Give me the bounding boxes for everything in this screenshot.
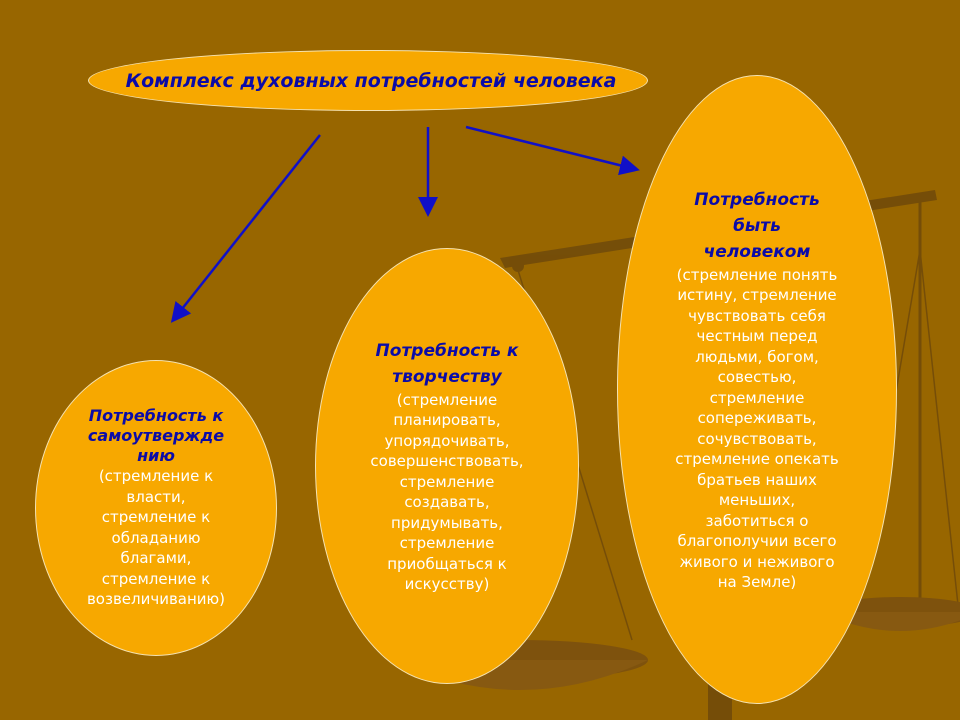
desc-line: благами, [120,549,192,568]
node-title: Потребность быть человеком [694,187,819,265]
desc-line: живого и неживого [679,552,835,571]
title-line: Потребность к [88,406,224,426]
desc-line: стремление [399,534,495,552]
desc-line: людьми, богом, [695,347,819,366]
desc-line: стремление к [101,508,211,527]
title-line: человеком [703,241,811,262]
desc-line: совершенствовать, [370,452,524,470]
desc-line: благополучии всего [677,532,837,550]
desc-line: приобщаться к [387,554,507,573]
node-description: (стремление планировать, упорядочивать, … [370,390,523,595]
node-being-human: Потребность быть человеком (стремление п… [617,75,897,704]
node-self-affirmation: Потребность к самоутвержде нию (стремлен… [35,360,277,656]
title-line: быть [733,215,781,236]
desc-line: совестью, [717,368,797,386]
desc-line: братьев наших [697,470,817,489]
desc-line: стремление к [101,569,211,588]
desc-line: обладанию [111,528,201,547]
desc-line: честным перед [696,327,818,345]
desc-line: власти, [126,487,186,506]
desc-line: стремление опекать [675,450,839,468]
arrow-to-humanity [465,125,640,176]
desc-line: заботиться о [705,511,809,530]
desc-line: упорядочивать, [384,431,510,450]
title-line: Потребность [694,189,820,210]
title-line: нию [137,446,175,466]
desc-line: возвеличиванию) [86,590,226,609]
title-line: самоутвержде [87,426,225,446]
desc-line: меньших, [718,491,796,509]
desc-line: планировать, [393,411,501,429]
desc-line: искусству) [404,575,490,593]
node-description: (стремление к власти, стремление к облад… [87,466,225,610]
desc-line: сопереживать, [697,409,817,427]
header-oval: Комплекс духовных потребностей человека [88,50,648,111]
desc-line: (стремление [396,390,498,409]
node-title: Потребность к самоутвержде нию [88,406,224,466]
arrow-to-self-affirmation [170,134,321,323]
desc-line: на Земле) [717,573,797,591]
node-description: (стремление понять истину, стремление чу… [675,265,838,593]
diagram-title: Комплекс духовных потребностей человека [125,69,617,92]
title-line: Потребность к [375,340,519,361]
desc-line: придумывать, [391,513,503,532]
node-title: Потребность к творчеству [376,338,519,390]
desc-line: сочувствовать, [697,429,817,448]
desc-line: стремление [709,388,805,407]
node-creativity: Потребность к творчеству (стремление пла… [315,248,579,684]
title-line: творчеству [392,366,502,387]
desc-line: создавать, [404,493,490,511]
desc-line: (стремление к [98,467,214,486]
desc-line: истину, стремление [677,286,837,304]
desc-line: чувствовать себя [688,306,826,325]
desc-line: (стремление понять [676,265,838,284]
desc-line: стремление [399,472,495,491]
